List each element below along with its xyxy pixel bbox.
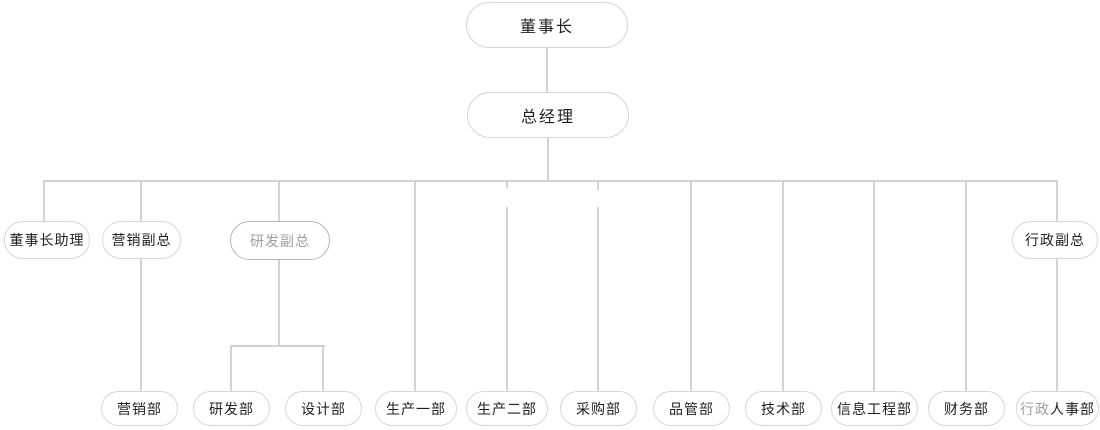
node-purchasing-dept[interactable]: 采购部: [560, 391, 637, 426]
node-technology-dept[interactable]: 技术部: [745, 391, 822, 426]
connector-line: [782, 181, 784, 391]
node-info-engineering-dept[interactable]: 信息工程部: [831, 391, 918, 426]
node-label-part: 行政: [1020, 402, 1050, 418]
connector-line: [322, 346, 324, 391]
connector-line: [1056, 181, 1058, 221]
node-rd-dept[interactable]: 研发部: [193, 391, 270, 426]
node-label-part: 人事部: [1050, 402, 1095, 418]
node-production-dept-2[interactable]: 生产二部: [466, 391, 548, 426]
connector-line: [873, 181, 875, 391]
node-production-dept-1[interactable]: 生产一部: [375, 391, 457, 426]
connector-line: [597, 181, 599, 391]
connector-line: [546, 48, 548, 92]
connector-line: [140, 181, 142, 221]
node-admin-hr-dept[interactable]: 行政人事部: [1016, 391, 1099, 426]
watermark-mask: [591, 190, 605, 207]
connector-line: [43, 181, 45, 221]
connector-line: [547, 138, 549, 181]
connector-line: [690, 181, 692, 391]
connector-line: [965, 181, 967, 391]
node-chairman[interactable]: 董事长: [466, 2, 628, 48]
node-general-manager[interactable]: 总经理: [467, 92, 629, 138]
node-marketing-vp[interactable]: 营销副总: [102, 221, 181, 259]
connector-line: [140, 259, 142, 391]
node-finance-dept[interactable]: 财务部: [928, 391, 1005, 426]
node-rd-vp[interactable]: 研发副总: [230, 221, 330, 260]
connector-line: [278, 181, 280, 221]
connector-line: [278, 260, 280, 346]
node-quality-dept[interactable]: 品管部: [653, 391, 730, 426]
watermark-mask: [500, 188, 514, 207]
connector-line: [230, 345, 325, 347]
connector-line: [1056, 259, 1058, 391]
connector-line: [230, 346, 232, 391]
node-admin-vp[interactable]: 行政副总: [1012, 221, 1098, 259]
connector-line: [414, 181, 416, 391]
connector-line: [43, 180, 1058, 182]
node-chairman-assistant[interactable]: 董事长助理: [4, 221, 90, 259]
node-design-dept[interactable]: 设计部: [285, 391, 362, 426]
connector-line: [506, 181, 508, 391]
node-marketing-dept[interactable]: 营销部: [101, 391, 178, 426]
